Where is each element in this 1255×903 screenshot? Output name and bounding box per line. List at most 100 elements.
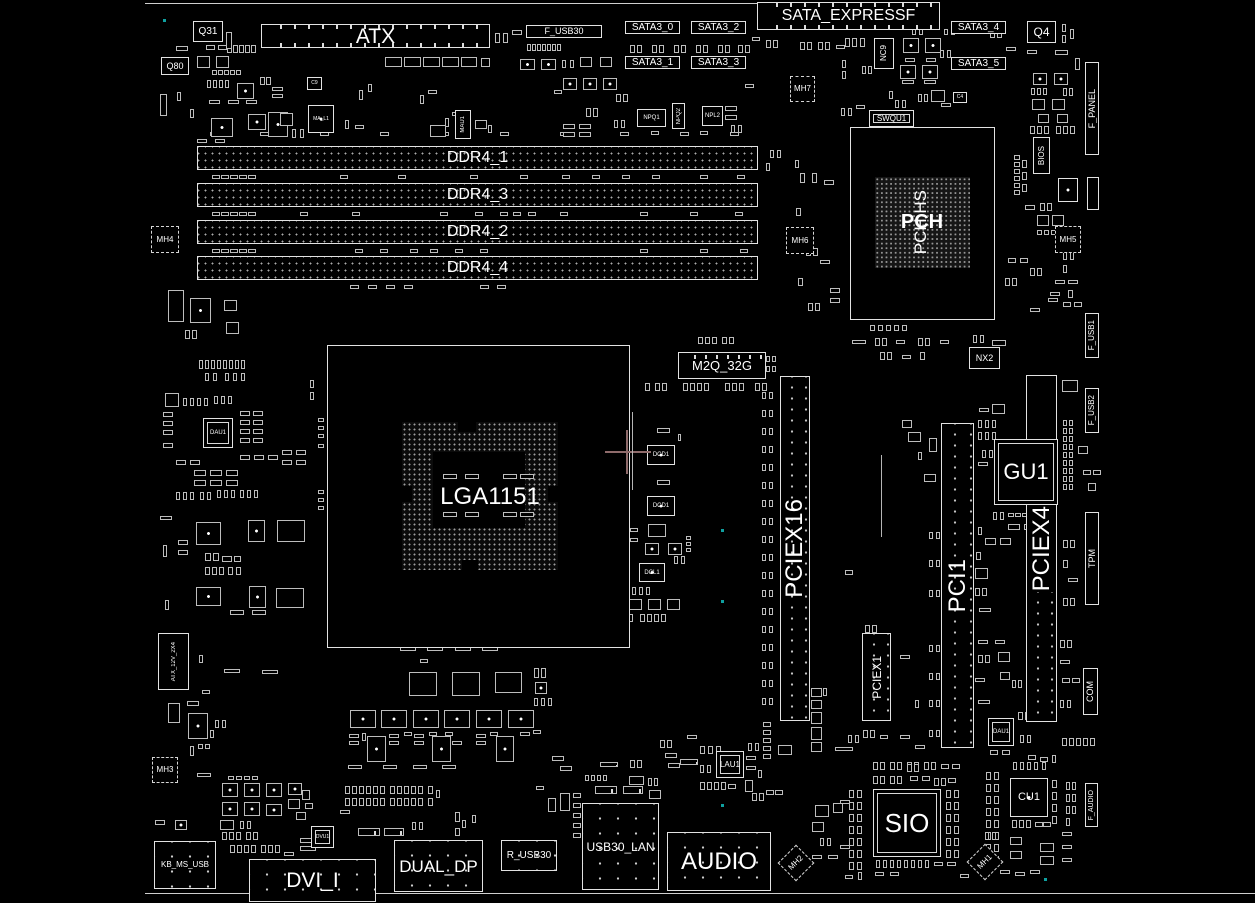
smd-pad xyxy=(769,428,773,435)
smd-cap xyxy=(404,285,413,289)
smd-part xyxy=(420,659,428,663)
smd-part xyxy=(896,340,905,344)
smd-part xyxy=(1072,806,1076,814)
smd-part xyxy=(1072,794,1076,802)
chip-cu1: CU1 xyxy=(1010,778,1048,817)
smd-part xyxy=(1010,837,1022,845)
smd-part xyxy=(830,288,840,293)
smd-cap xyxy=(622,175,630,179)
mounting-hole-mh5: MH5 xyxy=(1055,226,1081,253)
smd-part xyxy=(481,58,490,67)
smd-part xyxy=(296,450,306,455)
smd-cap xyxy=(762,383,767,391)
smd-part xyxy=(1020,258,1028,263)
smd-pad xyxy=(994,808,999,816)
smd-part xyxy=(272,87,283,91)
smd-pad xyxy=(936,645,940,652)
smd-part xyxy=(900,65,916,79)
smd-cap xyxy=(725,383,730,391)
smd-part xyxy=(755,743,759,751)
smd-pad xyxy=(769,644,773,651)
smd-part xyxy=(1040,757,1048,762)
smd-part xyxy=(811,712,822,724)
smd-pad xyxy=(769,662,773,669)
smd-part xyxy=(254,490,258,498)
smd-cap xyxy=(659,45,664,53)
smd-cap xyxy=(239,212,247,216)
slot-ddr4-1-label: DDR4_1 xyxy=(446,149,509,166)
smd-part xyxy=(552,756,564,761)
smd-part xyxy=(1063,560,1068,568)
smd-part xyxy=(700,782,705,790)
connector-f-usb1: F_USB1 xyxy=(1085,313,1099,358)
connector-f-panel-label: F_PANEL xyxy=(1086,88,1097,129)
smd-part xyxy=(535,682,547,694)
smd-pad xyxy=(762,590,766,597)
smd-part xyxy=(240,490,244,498)
smd-cap xyxy=(237,845,242,853)
smd-part xyxy=(827,838,831,846)
smd-cap xyxy=(221,212,229,216)
smd-cap xyxy=(886,325,891,331)
smd-part xyxy=(165,393,179,407)
smd-part xyxy=(902,80,914,84)
smd-part xyxy=(318,444,324,448)
smd-part xyxy=(1014,190,1020,195)
smd-cap xyxy=(745,45,750,53)
smd-part xyxy=(533,730,541,734)
smd-part xyxy=(209,100,220,104)
alignment-crosshair xyxy=(605,451,651,453)
smd-part xyxy=(1006,47,1016,51)
smd-part xyxy=(1063,540,1068,548)
smd-part xyxy=(600,762,618,767)
connector-r-usb30-label: R_USB30 xyxy=(506,849,552,861)
smd-part xyxy=(176,46,188,51)
smd-part xyxy=(603,775,607,781)
smd-part xyxy=(623,94,628,102)
test-point xyxy=(1044,878,1047,881)
smd-part xyxy=(1055,50,1068,55)
smd-part xyxy=(560,766,572,771)
chip-lau1-label: LAU1 xyxy=(719,759,740,769)
smd-pad xyxy=(762,464,766,471)
smd-part xyxy=(305,803,313,809)
slot-ddr4-1: DDR4_1 xyxy=(197,146,758,170)
connector-atx-label: ATX xyxy=(355,24,396,48)
connector-kb-ms-usb: KB_MS_USB xyxy=(154,841,216,889)
smd-cap xyxy=(647,614,652,622)
smd-part xyxy=(686,542,691,546)
smd-pad xyxy=(1063,460,1067,466)
smd-part xyxy=(548,698,552,706)
smd-cap xyxy=(366,798,371,806)
smd-part xyxy=(621,120,625,128)
smd-part xyxy=(763,722,771,727)
smd-part xyxy=(1032,99,1045,110)
smd-part xyxy=(708,746,713,754)
smd-pad xyxy=(769,446,773,453)
smd-cap xyxy=(366,786,371,794)
smd-cap xyxy=(637,45,642,53)
smd-part xyxy=(1072,678,1080,683)
smd-part xyxy=(213,553,219,561)
chip-swqu1-label: SWQU1 xyxy=(876,113,907,123)
smd-pad xyxy=(762,410,766,417)
smd-cap xyxy=(645,383,650,391)
smd-part xyxy=(461,57,477,67)
smd-cap xyxy=(345,786,350,794)
smd-pad xyxy=(954,790,959,798)
smd-part xyxy=(310,392,314,400)
smd-part xyxy=(1043,822,1051,827)
smd-cap xyxy=(1063,126,1068,134)
smd-part xyxy=(580,57,592,67)
smd-pad xyxy=(769,680,773,687)
smd-cap xyxy=(537,44,541,51)
chip-dcd1-a-label: DCD1 xyxy=(652,452,670,458)
smd-part xyxy=(1012,680,1016,688)
socket-cap xyxy=(443,474,457,479)
smd-part xyxy=(707,765,711,773)
connector-sata3-2-label: SATA3_2 xyxy=(697,21,740,33)
smd-part xyxy=(520,732,530,736)
smd-part xyxy=(541,668,546,678)
slot-pci1: PCI1 xyxy=(941,423,974,748)
chip-dcd1-b: DCD1 xyxy=(647,496,675,516)
